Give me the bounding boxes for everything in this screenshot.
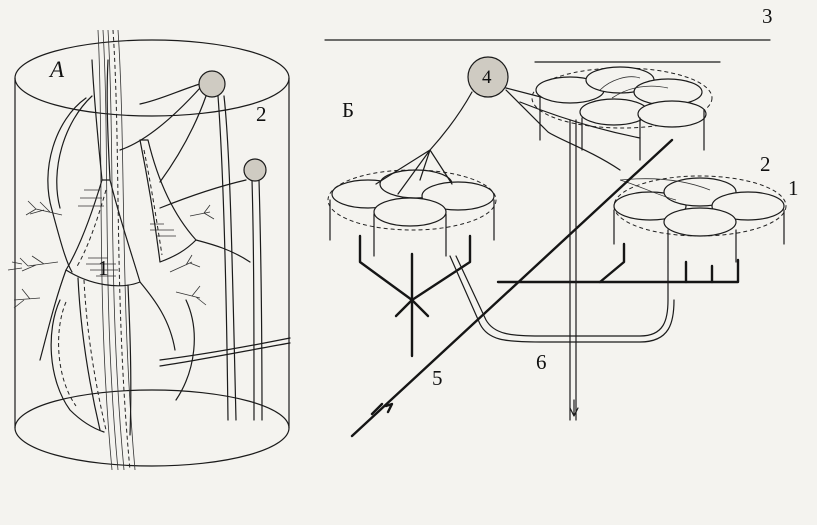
dendrite-tufts (7, 200, 215, 309)
panel-b-drawing (324, 39, 787, 438)
label-4: 4 (482, 67, 492, 88)
panel-a-label: А (50, 57, 65, 82)
panel-a-drawing (7, 29, 291, 471)
cylinder-bottom-ellipse (14, 389, 290, 467)
stalked-neuron-lower (243, 158, 267, 182)
stalked-neuron-upper (198, 70, 226, 98)
label-5: 5 (432, 366, 443, 390)
afferent-fiber-5 (350, 138, 674, 438)
label-1-cluster: 1 (788, 176, 799, 200)
label-2-neuron: 2 (256, 102, 267, 126)
fiber-bundle (97, 29, 136, 471)
pyramidal-cell-body (65, 179, 141, 287)
label-3: 3 (762, 4, 773, 28)
neuron-4 (467, 56, 509, 98)
cluster-right (613, 175, 787, 263)
stippled-cell-bodies (78, 189, 176, 277)
cluster-left (327, 149, 497, 257)
efferent-fiber-6 (569, 119, 577, 421)
panel-b-label: Б (342, 98, 355, 122)
cluster-upper-right (531, 66, 713, 161)
label-6: 6 (536, 350, 547, 374)
label-2-cluster: 2 (760, 152, 771, 176)
label-1-cell: 1 (98, 256, 109, 280)
